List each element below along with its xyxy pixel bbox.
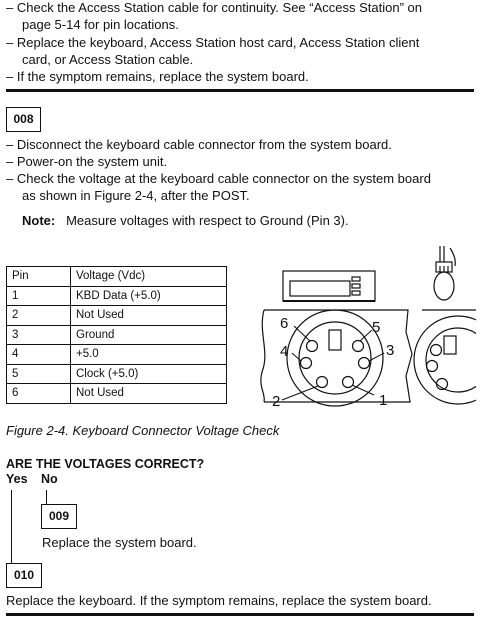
top-line-4: card, or Access Station cable. — [22, 52, 194, 67]
step-010-box: 010 — [6, 563, 42, 588]
table-row: 5 Clock (+5.0) — [6, 363, 227, 384]
pin-leader-lines — [281, 325, 385, 401]
expansion-slot-icon — [282, 270, 376, 302]
no-branch-line — [46, 490, 48, 504]
top-line-3: – Replace the keyboard, Access Station h… — [6, 35, 420, 50]
pin-label-3: 3 — [386, 342, 394, 359]
table-cell-pin: 3 — [6, 324, 71, 345]
note-text: Measure voltages with respect to Ground … — [66, 213, 349, 228]
answer-yes: Yes — [6, 472, 28, 486]
pin-label-6: 6 — [280, 315, 288, 332]
top-line-2: page 5-14 for pin locations. — [22, 17, 179, 32]
top-line-5: – If the symptom remains, replace the sy… — [6, 69, 309, 84]
din-connector-main — [286, 309, 384, 407]
din-connector-secondary — [413, 315, 476, 405]
table-cell-pin: 6 — [6, 383, 71, 404]
table-cell-pin: 4 — [6, 344, 71, 365]
step-010-action: Replace the keyboard. If the symptom rem… — [6, 593, 432, 608]
step-008-box: 008 — [6, 107, 41, 132]
table-cell-pin: 5 — [6, 363, 71, 384]
table-cell-pin: 1 — [6, 285, 71, 306]
step-008-note: Note: Measure voltages with respect to G… — [22, 213, 349, 229]
step-008-line-4: as shown in Figure 2-4, after the POST. — [22, 188, 250, 203]
table-cell-voltage: Ground — [70, 324, 227, 345]
pin-label-5: 5 — [372, 319, 380, 336]
note-label: Note: — [22, 213, 56, 228]
table-cell-pin: 2 — [6, 305, 71, 326]
section-divider-bottom — [6, 613, 474, 616]
keyboard-connector-illustration: 1 2 3 4 5 6 — [260, 246, 476, 410]
answer-no: No — [41, 472, 58, 486]
step-009-action: Replace the system board. — [42, 535, 197, 550]
pin-label-2: 2 — [272, 393, 280, 410]
table-row: 1 KBD Data (+5.0) — [6, 285, 227, 306]
step-008-line-1: – Disconnect the keyboard cable connecto… — [6, 137, 392, 152]
table-cell-voltage: Not Used — [70, 305, 227, 326]
table-cell-voltage: +5.0 — [70, 344, 227, 365]
table-row: 3 Ground — [6, 324, 227, 345]
table-header-row: Pin Voltage (Vdc) — [6, 266, 227, 287]
table-header-pin: Pin — [6, 266, 71, 287]
table-cell-voltage: Not Used — [70, 383, 227, 404]
table-row: 4 +5.0 — [6, 344, 227, 365]
table-row: 6 Not Used — [6, 383, 227, 404]
top-line-1: – Check the Access Station cable for con… — [6, 0, 422, 15]
question-text: ARE THE VOLTAGES CORRECT? — [6, 457, 205, 471]
step-008-line-3: – Check the voltage at the keyboard cabl… — [6, 171, 431, 186]
pin-label-4: 4 — [280, 343, 288, 360]
yes-branch-line — [11, 490, 13, 564]
step-009-box: 009 — [41, 504, 77, 529]
step-008-line-2: – Power-on the system unit. — [6, 154, 168, 169]
pin-label-1: 1 — [379, 392, 387, 409]
pin-voltage-table: Pin Voltage (Vdc) 1 KBD Data (+5.0) 2 No… — [6, 266, 227, 404]
board-outline — [260, 309, 476, 403]
mouse-plug-icon — [433, 246, 456, 301]
figure-caption: Figure 2-4. Keyboard Connector Voltage C… — [6, 423, 280, 438]
section-divider-top — [6, 89, 474, 92]
table-cell-voltage: Clock (+5.0) — [70, 363, 227, 384]
table-row: 2 Not Used — [6, 305, 227, 326]
table-cell-voltage: KBD Data (+5.0) — [70, 285, 227, 306]
table-header-voltage: Voltage (Vdc) — [70, 266, 227, 287]
